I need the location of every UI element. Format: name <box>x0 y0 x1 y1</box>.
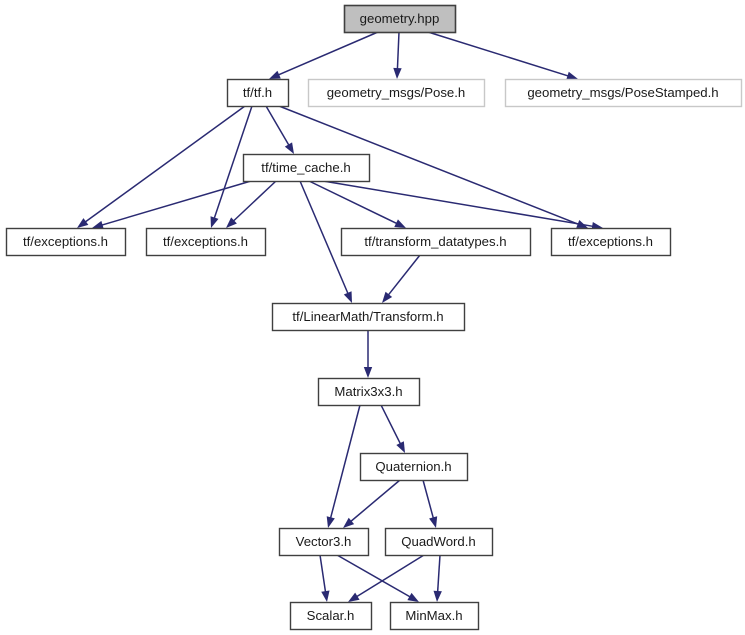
graph-edge <box>336 554 419 602</box>
graph-edge <box>422 479 438 528</box>
graph-node-tf-tf-h[interactable]: tf/tf.h <box>226 78 290 108</box>
edges-layer <box>77 31 603 602</box>
graph-node-gm-pose-h[interactable]: geometry_msgs/Pose.h <box>307 78 486 108</box>
graph-node-matrix3x3-h[interactable]: Matrix3x3.h <box>317 377 421 407</box>
graph-node-scalar-h[interactable]: Scalar.h <box>289 601 373 631</box>
graph-edge <box>326 404 361 528</box>
graph-edge <box>348 554 425 602</box>
graph-edge <box>363 330 373 378</box>
graph-edge <box>308 180 406 228</box>
graph-edge <box>265 105 294 154</box>
graph-node-gm-posestamped-h[interactable]: geometry_msgs/PoseStamped.h <box>504 78 743 108</box>
graph-edge <box>322 180 603 231</box>
graph-edge <box>343 479 401 528</box>
graph-edge <box>226 180 277 228</box>
graph-node-quaternion-h[interactable]: Quaternion.h <box>359 452 469 482</box>
graph-node-minmax-h[interactable]: MinMax.h <box>389 601 480 631</box>
graph-edge <box>210 105 253 228</box>
graph-edge <box>319 554 330 602</box>
graph-node-vector3-h[interactable]: Vector3.h <box>278 527 370 557</box>
graph-edge <box>92 180 252 229</box>
graph-node-tf-exceptions-h-1[interactable]: tf/exceptions.h <box>5 227 127 257</box>
graph-node-tf-time-cache-h[interactable]: tf/time_cache.h <box>242 153 371 183</box>
graph-node-quadword-h[interactable]: QuadWord.h <box>384 527 494 557</box>
graph-edge <box>299 180 352 303</box>
graph-node-tf-linearmath-transform-h[interactable]: tf/LinearMath/Transform.h <box>271 302 466 332</box>
graph-edge <box>393 31 402 79</box>
graph-node-tf-exceptions-h-2[interactable]: tf/exceptions.h <box>145 227 267 257</box>
graph-node-tf-exceptions-h-3[interactable]: tf/exceptions.h <box>550 227 672 257</box>
nodes-layer: geometry.hpp tf/tf.h geometry_msgs/Pose.h g… <box>5 4 743 631</box>
graph-edge <box>427 31 578 80</box>
graph-edge <box>433 554 442 602</box>
graph-edge <box>380 404 405 453</box>
graph-edge <box>269 31 379 79</box>
graph-edge <box>382 254 421 303</box>
graph-node-geometry-hpp[interactable]: geometry.hpp <box>343 4 457 34</box>
graph-edge <box>77 105 246 228</box>
graph-node-tf-transform-datatypes-h[interactable]: tf/transform_datatypes.h <box>340 227 532 257</box>
